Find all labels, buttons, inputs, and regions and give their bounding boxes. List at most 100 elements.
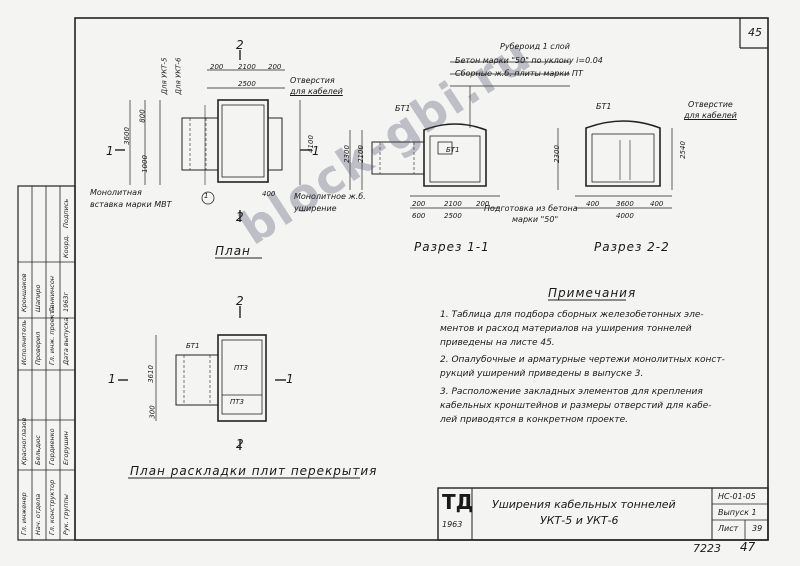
- stamp-extra-0: Коорд.: [62, 234, 70, 258]
- section1-note-1: Бетон марки "50" по уклону i=0.04: [455, 56, 603, 65]
- plan-label-uk6: Для УКТ-6: [174, 57, 183, 95]
- stamp-name-6: Ганкинсон: [48, 275, 56, 312]
- plan-dim-top-2: 200: [268, 63, 282, 71]
- plan-label-1: 1: [204, 192, 209, 200]
- section-1-1-drawing: [349, 61, 570, 209]
- plan-label-insert2: вставка марки МВТ: [90, 200, 172, 209]
- plan-label-opening2: для кабелей: [290, 87, 343, 96]
- stamp-name-3: Егорушин: [62, 431, 70, 465]
- title-block-issue: Выпуск 1: [718, 508, 757, 517]
- section1-note-2: Сборные ж.б. плиты марки ПТ: [455, 69, 583, 78]
- plan-dim-left-total: 3600: [122, 127, 131, 145]
- title-block-title-line2: УКТ-5 и УКТ-6: [540, 514, 619, 527]
- stamp-role-3: Рук. группы: [62, 494, 70, 535]
- title-block-title-line1: Уширения кабельных тоннелей: [492, 498, 676, 511]
- stamp-name-4: Кроншаков: [20, 273, 28, 312]
- slab-section-mark-top: 2: [236, 294, 244, 308]
- slab-dim-left-1: 300: [148, 405, 157, 419]
- plan-dim-top-1: 2100: [238, 63, 256, 71]
- plan-dim-left-3: 1000: [140, 155, 149, 173]
- section1-dim-bottom-1: 2100: [444, 200, 462, 208]
- stamp-name-0: Красноглазов: [20, 417, 28, 465]
- stamp-role-7: Дата выпуска: [62, 317, 70, 365]
- bottom-code-right: 47: [740, 540, 756, 554]
- slab-section-mark-left: 1: [108, 372, 116, 386]
- slab-label-pt3: ПТ3: [234, 364, 248, 372]
- section1-dim-left-0: 2300: [342, 145, 351, 163]
- title-block-year: 1963: [442, 520, 463, 529]
- slab-label-bt1: БТ1: [186, 342, 200, 350]
- section1-dim-left-1: 2100: [356, 145, 365, 163]
- plan-label-opening: Отверстия: [290, 76, 335, 85]
- section2-title: Разрез 2-2: [594, 240, 670, 254]
- bottom-code-left: 7223: [693, 542, 721, 555]
- section1-dim-bottom-4: 600: [412, 212, 426, 220]
- plan-section-mark-bottom: 2: [236, 210, 244, 224]
- section1-label-concrete2: марки "50": [512, 215, 559, 224]
- stamp-extra-1: Подпись: [62, 198, 70, 228]
- section2-dim-bottom-2: 400: [650, 200, 664, 208]
- notes-line-1: ментов и расход материалов на уширения т…: [440, 324, 692, 334]
- slab-dim-left-0: 3610: [146, 365, 155, 383]
- plan-label-insert: Монолитная: [90, 188, 142, 197]
- stamp-role-1: Нач. отдела: [34, 493, 42, 535]
- notes-line-6: кабельных кронштейнов и размеры отверсти…: [440, 401, 712, 411]
- stamp-role-2: Гл. конструктор: [48, 479, 56, 535]
- plan-section-mark-left: 1: [106, 144, 114, 158]
- notes-line-7: лей приводятся в конкретном проекте.: [440, 415, 629, 425]
- slab-label-pt3b: ПТ3: [230, 398, 244, 406]
- section2-dim-bottom-1: 3600: [616, 200, 634, 208]
- plan-dim-left-1: 800: [138, 109, 147, 123]
- section1-dim-bottom-0: 200: [412, 200, 426, 208]
- title-block-sheet-label: Лист: [718, 524, 739, 533]
- notes-line-0: 1. Таблица для подбора сборных железобет…: [440, 310, 704, 320]
- title-block-sheet-no: 39: [752, 524, 763, 533]
- section2-label-opening2: для кабелей: [684, 111, 737, 120]
- page-number: 45: [748, 26, 762, 39]
- section2-dim-right: 2540: [678, 141, 687, 159]
- notes-heading: Примечания: [548, 286, 637, 300]
- plan-label-400: 400: [262, 190, 276, 198]
- stamp-role-6: Гл. инж. проекта: [48, 306, 56, 365]
- plan-label-widening: Монолитное ж.б.: [294, 192, 366, 201]
- section1-label-bt1-side: БТ1: [446, 146, 460, 154]
- section2-dim-bottom-3: 4000: [616, 212, 634, 220]
- slab-section-mark-bottom: 2: [236, 437, 244, 451]
- title-block-code: НС-01-05: [718, 492, 756, 501]
- plan-section-mark-top: 2: [236, 38, 244, 52]
- plan-label-widening2: уширение: [294, 204, 337, 213]
- stamp-role-4: Исполнитель: [20, 319, 28, 365]
- section1-note-0: Рубероид 1 слой: [500, 42, 570, 51]
- stamp-name-1: Бельдюс: [34, 435, 42, 465]
- section1-dim-bottom-2: 200: [476, 200, 490, 208]
- notes-line-4: рукций уширений приведены в выпуске 3.: [440, 369, 644, 379]
- plan-label-uk5: Для УКТ-5: [160, 57, 169, 95]
- section2-dim-bottom-0: 400: [586, 200, 600, 208]
- section2-label-opening: Отверстие: [688, 100, 733, 109]
- slab-plan-drawing: [118, 306, 286, 450]
- section1-label-concrete: Подготовка из бетона: [484, 204, 578, 213]
- notes-line-2: приведены на листе 45.: [440, 338, 555, 348]
- plan-drawing: [115, 50, 312, 222]
- notes-line-5: 3. Расположение закладных элементов для …: [440, 387, 703, 397]
- plan-dim-top-0: 200: [210, 63, 224, 71]
- section2-dim-left-0: 2300: [552, 145, 561, 163]
- stamp-role-0: Гл. инженер: [20, 492, 28, 535]
- plan-dim-right-0: 4100: [306, 135, 315, 153]
- section1-label-bt1: БТ1: [395, 104, 411, 113]
- slab-section-mark-right: 1: [286, 372, 294, 386]
- section1-dim-bottom-3: 2500: [444, 212, 462, 220]
- plan-section-mark-right: 1: [312, 144, 320, 158]
- stamp-name-7: 1963г: [62, 292, 70, 312]
- title-block-logo: ТД: [442, 490, 474, 514]
- plan-dim-top-total: 2500: [238, 80, 256, 88]
- stamp-role-5: Проверил: [34, 331, 42, 365]
- notes-line-3: 2. Опалубочные и арматурные чертежи моно…: [440, 355, 725, 365]
- stamp-name-2: Гордиенко: [48, 428, 56, 465]
- section1-title: Разрез 1-1: [414, 240, 490, 254]
- section-2-2-drawing: [557, 120, 673, 209]
- stamp-name-5: Шапиро: [34, 284, 42, 312]
- slab-plan-title: План раскладки плит перекрытия: [130, 464, 378, 478]
